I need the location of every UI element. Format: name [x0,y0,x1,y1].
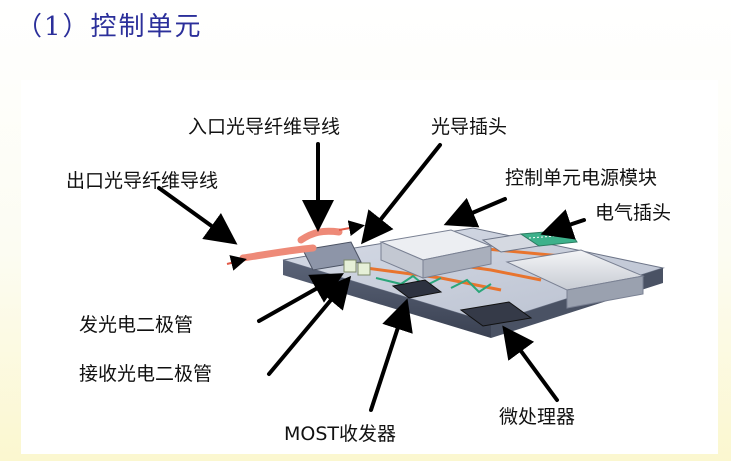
housing-block [505,249,645,309]
label-outlet-fiber: 出口光导纤维导线 [66,170,219,192]
pointer-outlet-fiber [157,186,238,245]
pointer-receiver-diode [267,275,352,376]
label-emitter-diode: 发光电二极管 [79,314,194,336]
light-direction-arrows [226,220,365,271]
label-microprocessor: 微处理器 [499,406,576,428]
optical-plug [302,241,371,276]
label-most-transceiver: MOST收发器 [284,423,397,445]
power-module [379,229,493,279]
pointer-emitter-diode [257,273,344,323]
label-electrical-plug: 电气插头 [595,202,672,224]
label-optical-plug: 光导插头 [431,116,508,138]
pointer-power-module [443,197,507,228]
fiber-cables [239,227,343,262]
pointer-lines [157,142,586,412]
label-power-module: 控制单元电源模块 [505,167,658,189]
pointer-optical-plug [361,143,442,245]
page-title: （1）控制单元 [16,12,203,42]
pointer-electrical-plug [540,209,586,240]
label-inlet-fiber: 入口光导纤维导线 [188,116,341,138]
pointer-most-transceiver [369,298,413,412]
signal-traces [375,274,492,294]
control-unit-illustration [157,142,665,412]
control-unit-figure: 入口光导纤维导线 光导插头 出口光导纤维导线 控制单元电源模块 电气插头 发光电… [21,80,718,454]
most-transceiver-chip [391,279,443,299]
microprocessor-chip [459,301,533,327]
pointer-microprocessor [502,325,559,402]
label-receiver-diode: 接收光电二极管 [79,363,213,385]
